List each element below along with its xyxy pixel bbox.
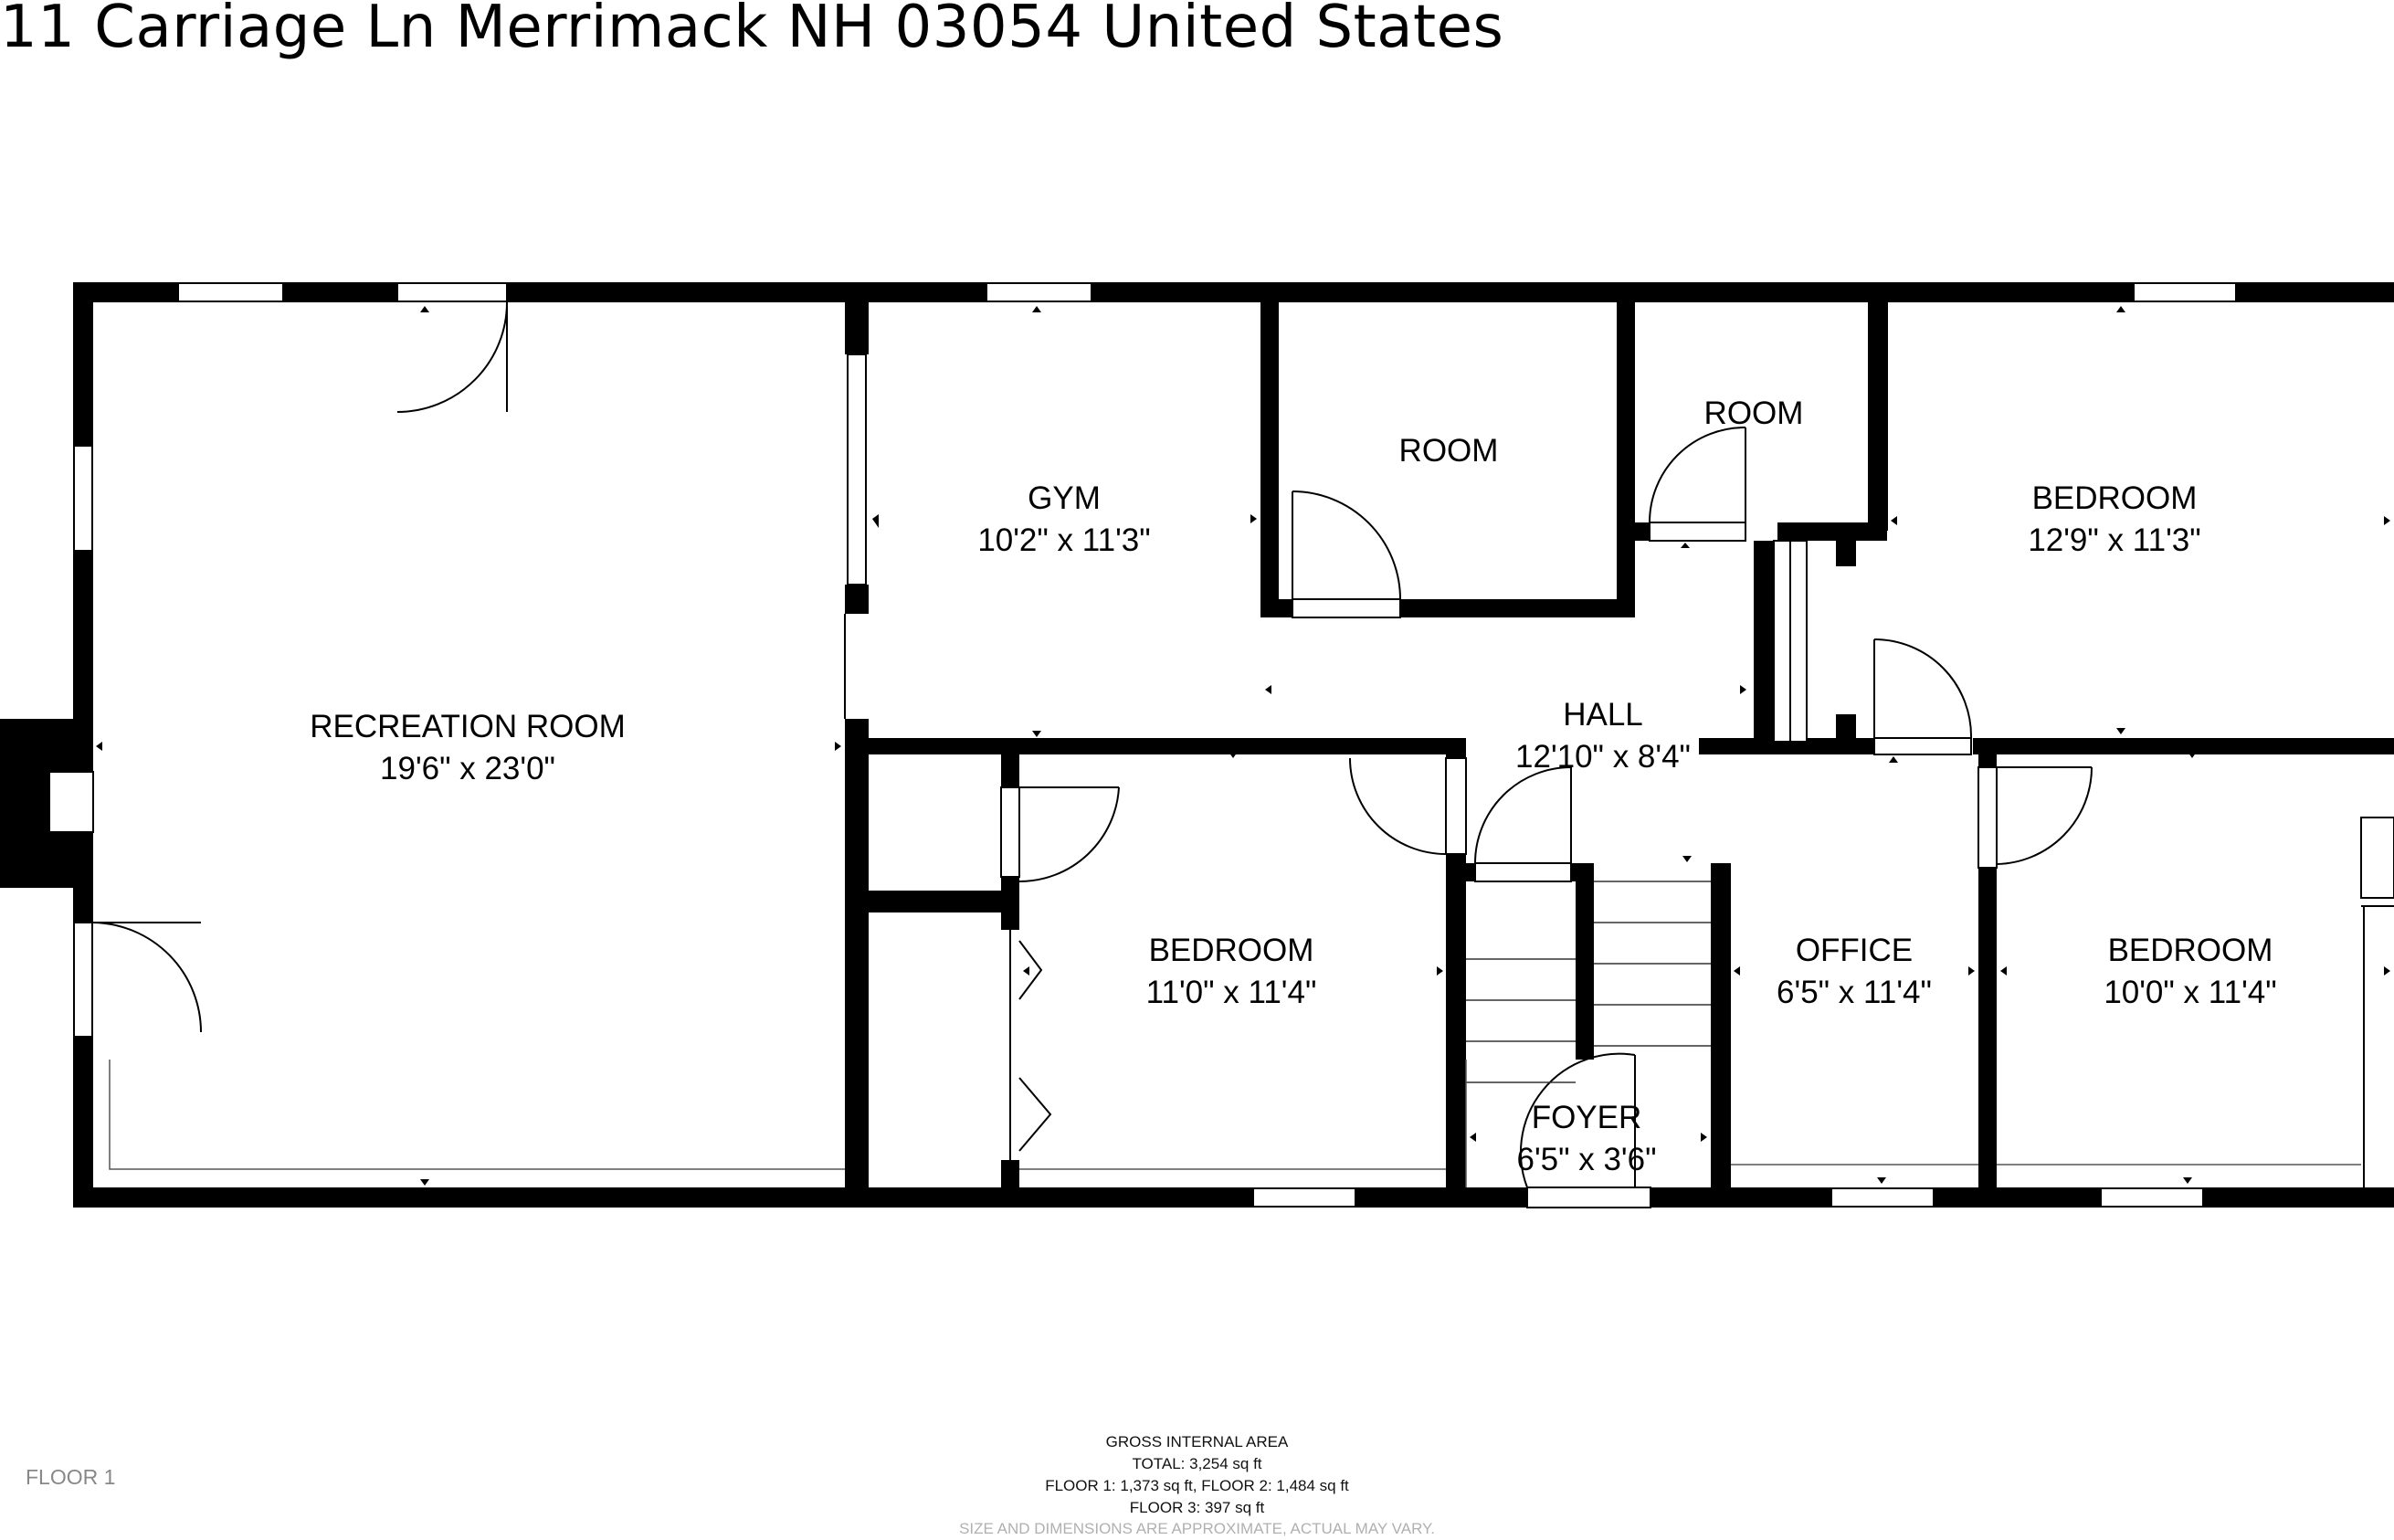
room-a-name: ROOM [1399, 433, 1499, 469]
recreation-room-name: RECREATION ROOM [310, 709, 625, 744]
doors [73, 282, 2394, 1208]
office-name: OFFICE [1796, 933, 1913, 968]
foyer-size: 6'5" x 3'6" [1516, 1142, 1656, 1177]
bedroom-mid-size: 11'0" x 11'4" [1146, 975, 1317, 1010]
floor-label: FLOOR 1 [26, 1465, 116, 1489]
office-size: 6'5" x 11'4" [1777, 975, 1932, 1010]
bedroom-se-name: BEDROOM [2108, 933, 2273, 968]
property-address: 11 Carriage Ln Merrimack NH 03054 United… [0, 0, 1504, 61]
measurement-markers [96, 306, 2390, 1186]
bedroom-ne-size: 12'9" x 11'3" [2028, 522, 2200, 558]
area-heading: GROSS INTERNAL AREA [1105, 1433, 1289, 1450]
bedroom-mid-name: BEDROOM [1149, 933, 1314, 968]
floor-lines [109, 1060, 2361, 1187]
room-labels: RECREATION ROOM 19'6" x 23'0" GYM 10'2" … [310, 396, 2276, 1177]
gym-name: GYM [1028, 480, 1101, 516]
hall-size: 12'10" x 8'4" [1515, 739, 1691, 775]
bedroom-ne-name: BEDROOM [2032, 480, 2198, 516]
bedroom-se-size: 10'0" x 11'4" [2104, 975, 2276, 1010]
recreation-room-size: 19'6" x 23'0" [380, 751, 555, 786]
exterior-walls [73, 282, 2394, 1208]
stairs [1466, 881, 1711, 1083]
windows [73, 282, 2237, 1208]
foyer-name: FOYER [1532, 1100, 1642, 1135]
fireplace [0, 719, 94, 888]
gym-size: 10'2" x 11'3" [977, 522, 1150, 558]
area-floor-3: FLOOR 3: 397 sq ft [1129, 1499, 1265, 1516]
room-b-name: ROOM [1704, 396, 1804, 431]
interior-walls [845, 302, 2394, 1197]
area-floors-1-2: FLOOR 1: 1,373 sq ft, FLOOR 2: 1,484 sq … [1045, 1477, 1349, 1494]
area-disclaimer: SIZE AND DIMENSIONS ARE APPROXIMATE, ACT… [959, 1520, 1435, 1537]
hall-name: HALL [1563, 697, 1643, 733]
area-total: TOTAL: 3,254 sq ft [1132, 1455, 1262, 1472]
